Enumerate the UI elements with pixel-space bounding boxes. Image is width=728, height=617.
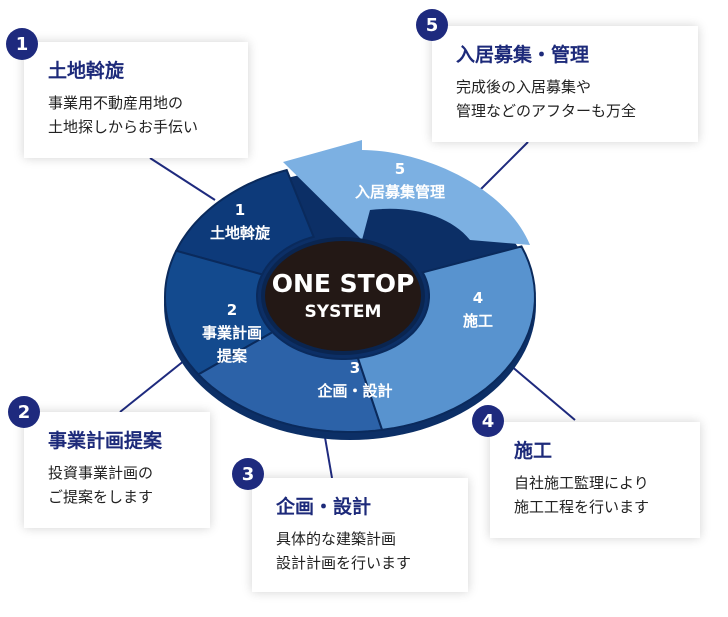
badge-1: 1 xyxy=(6,28,38,60)
center-ellipse xyxy=(261,237,425,355)
segment-2-label: 事業計画 xyxy=(202,324,262,342)
card-5: 入居募集・管理 完成後の入居募集や 管理などのアフターも万全 xyxy=(432,26,698,142)
card-1-desc: 事業用不動産用地の 土地探しからお手伝い xyxy=(48,94,199,136)
segment-2-num: 2 xyxy=(227,301,237,319)
connector-4 xyxy=(509,364,576,421)
connector-5 xyxy=(479,141,529,191)
segment-4 xyxy=(356,245,536,432)
card-3: 企画・設計 具体的な建築計画 設計計画を行います xyxy=(252,478,468,592)
segment-1-num: 1 xyxy=(235,201,245,219)
segment-1-label: 土地斡旋 xyxy=(210,224,271,242)
card-1: 土地斡旋 事業用不動産用地の 土地探しからお手伝い xyxy=(24,42,248,158)
segment-4-label: 施工 xyxy=(463,312,493,330)
segment-5-arrow xyxy=(283,140,530,245)
connector-2 xyxy=(119,359,186,413)
badge-3: 3 xyxy=(232,458,264,490)
card-5-desc: 完成後の入居募集や 管理などのアフターも万全 xyxy=(456,78,637,120)
card-2: 事業計画提案 投資事業計画の ご提案をします xyxy=(24,412,210,528)
card-3-title: 企画・設計 xyxy=(276,496,372,518)
card-4: 施工 自社施工監理により 施工工程を行います xyxy=(490,422,700,538)
segment-3 xyxy=(196,330,384,433)
card-5-title: 入居募集・管理 xyxy=(456,44,590,66)
segment-5-num: 5 xyxy=(395,160,405,178)
segment-4-num: 4 xyxy=(473,289,483,307)
segment-3-num: 3 xyxy=(350,359,360,377)
segment-1 xyxy=(174,168,315,276)
card-2-desc: 投資事業計画の ご提案をします xyxy=(48,464,154,506)
card-4-title: 施工 xyxy=(514,440,553,462)
segment-3-label: 企画・設計 xyxy=(316,382,392,400)
center-line2: SYSTEM xyxy=(305,302,382,322)
connector-1 xyxy=(149,157,216,201)
badge-5: 5 xyxy=(416,9,448,41)
badge-4: 4 xyxy=(472,405,504,437)
card-1-title: 土地斡旋 xyxy=(48,60,125,82)
card-4-desc: 自社施工監理により 施工工程を行います xyxy=(514,474,650,516)
center-line1: ONE STOP xyxy=(272,269,415,298)
segment-2-label2: 提案 xyxy=(217,347,248,365)
segment-2 xyxy=(163,249,275,376)
card-2-title: 事業計画提案 xyxy=(48,430,163,452)
badge-2: 2 xyxy=(8,396,40,428)
card-3-desc: 具体的な建築計画 設計計画を行います xyxy=(276,530,412,572)
segment-5-label: 入居募集管理 xyxy=(355,183,445,201)
